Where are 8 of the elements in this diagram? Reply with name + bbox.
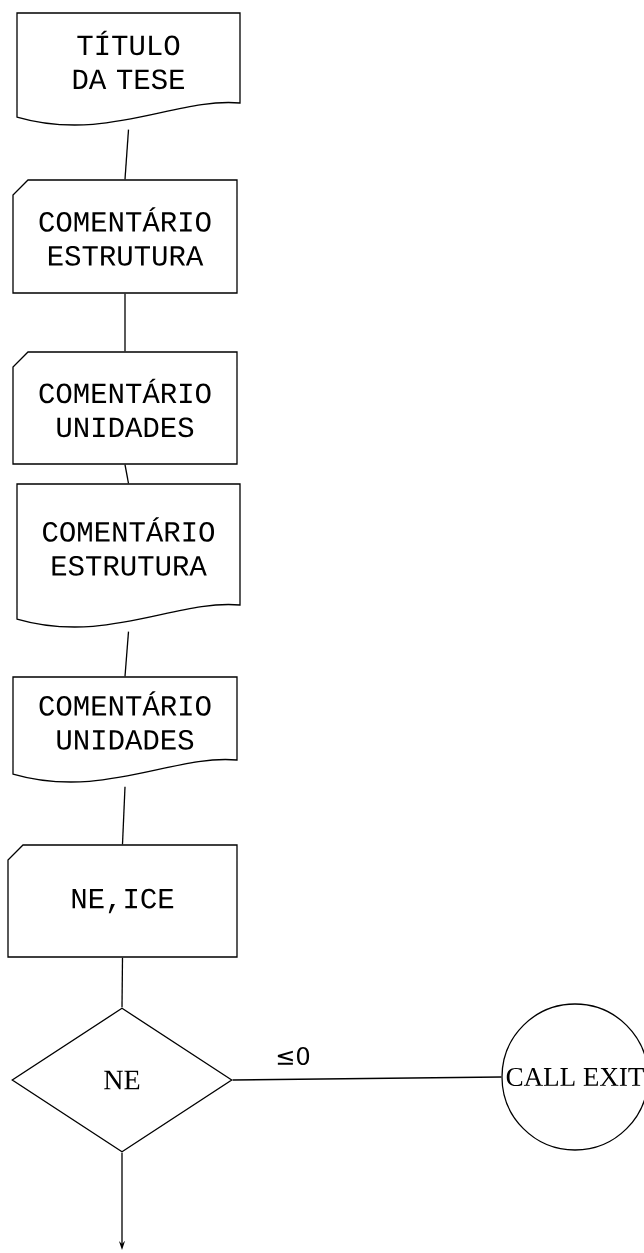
connector-line	[124, 631, 130, 677]
connector-line	[124, 464, 130, 484]
connector-line	[121, 957, 124, 1008]
connector-line	[124, 293, 126, 352]
edge-label: ≤0	[274, 1045, 312, 1067]
connector-line	[121, 786, 126, 845]
connector-line	[124, 129, 130, 180]
connector-line	[232, 1076, 502, 1081]
